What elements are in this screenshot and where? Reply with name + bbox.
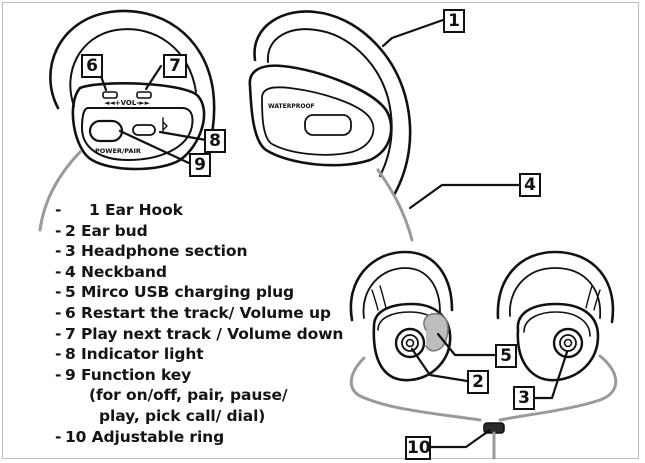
left-earpiece-front xyxy=(349,250,482,422)
legend-item-continuation: (for on/off, pair, pause/ xyxy=(89,386,288,405)
callout-3: 3 xyxy=(513,386,535,410)
leader-lines xyxy=(96,18,569,449)
legend-item: -10 Adjustable ring xyxy=(55,427,225,446)
power-pair-label: POWER/PAIR xyxy=(95,147,141,155)
legend-item: -8 Indicator light xyxy=(55,345,204,364)
right-earpiece-front xyxy=(483,250,618,460)
waterproof-label: WATERPROOF xyxy=(268,103,315,110)
image-frame xyxy=(2,2,639,459)
callout-6: 6 xyxy=(81,54,103,78)
legend-item: -3 Headphone section xyxy=(55,242,248,261)
vol-label: ◄◄+VOL-►► xyxy=(104,99,151,107)
legend-item: -9 Function key xyxy=(55,365,192,384)
legend-item-continuation: play, pick call/ dial) xyxy=(99,406,266,425)
callout-5: 5 xyxy=(495,344,517,368)
callout-2: 2 xyxy=(467,370,489,394)
callout-4: 4 xyxy=(519,173,541,197)
callout-9: 9 xyxy=(189,153,211,177)
callout-7: 7 xyxy=(163,54,187,78)
callout-1: 1 xyxy=(443,9,465,33)
legend-item: -5 Mirco USB charging plug xyxy=(55,283,295,302)
legend-item: -6 Restart the track/ Volume up xyxy=(55,303,331,322)
legend-item: -4 Neckband xyxy=(55,262,167,281)
legend-item: -2 Ear bud xyxy=(55,221,148,240)
parts-legend: -1 Ear Hook -2 Ear bud -3 Headphone sect… xyxy=(55,200,343,447)
right-earpiece-top xyxy=(248,10,414,242)
left-earpiece-top xyxy=(38,9,216,232)
legend-item: -1 Ear Hook xyxy=(55,201,183,219)
legend-item: -7 Play next track / Volume down xyxy=(55,324,344,343)
callout-8: 8 xyxy=(204,129,226,153)
callout-10: 10 xyxy=(405,436,431,460)
